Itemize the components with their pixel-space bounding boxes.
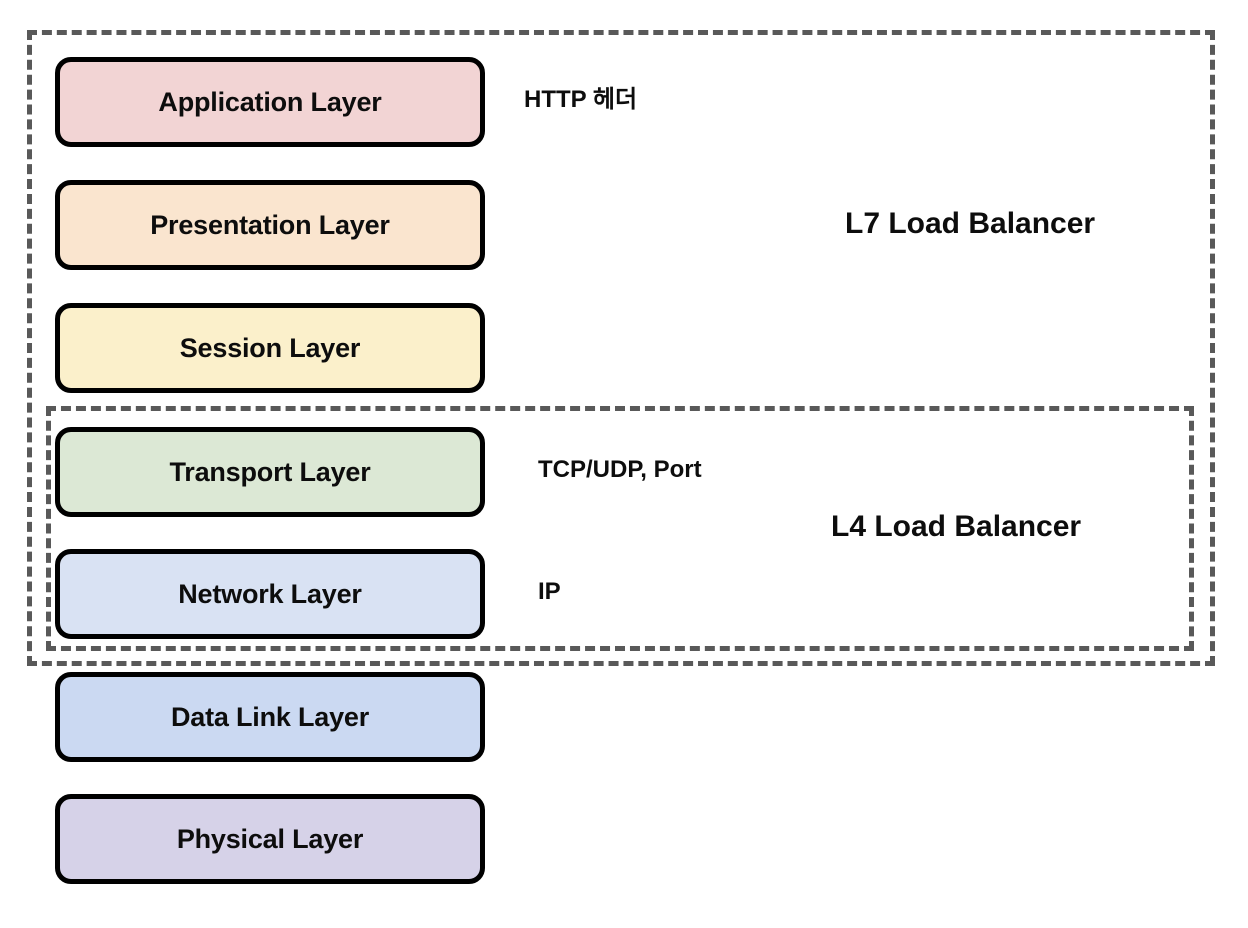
layer-box-datalink[interactable]: Data Link Layer [55, 672, 485, 762]
layer-box-physical[interactable]: Physical Layer [55, 794, 485, 884]
l7-load-balancer-title: L7 Load Balancer [845, 207, 1096, 240]
layer-label-datalink: Data Link Layer [170, 701, 370, 732]
layer-label-network: Network Layer [178, 578, 362, 609]
layer-box-application[interactable]: Application Layer [55, 57, 485, 147]
annotation-tcp-udp-port: TCP/UDP, Port [538, 456, 702, 483]
layer-box-presentation[interactable]: Presentation Layer [55, 180, 485, 270]
annotation-ip: IP [538, 578, 561, 605]
layer-box-session[interactable]: Session Layer [55, 303, 485, 393]
layer-box-network[interactable]: Network Layer [55, 549, 485, 639]
l7-scope-box [27, 30, 1215, 666]
layer-label-application: Application Layer [158, 86, 382, 117]
layer-label-physical: Physical Layer [176, 823, 364, 854]
layer-label-presentation: Presentation Layer [150, 209, 390, 240]
layer-label-session: Session Layer [179, 332, 361, 363]
l4-load-balancer-title: L4 Load Balancer [831, 510, 1082, 543]
annotation-http-header: HTTP 헤더 [524, 86, 638, 113]
layer-box-transport[interactable]: Transport Layer [55, 427, 485, 517]
l4-scope-box [46, 406, 1194, 651]
layer-label-transport: Transport Layer [169, 456, 371, 487]
